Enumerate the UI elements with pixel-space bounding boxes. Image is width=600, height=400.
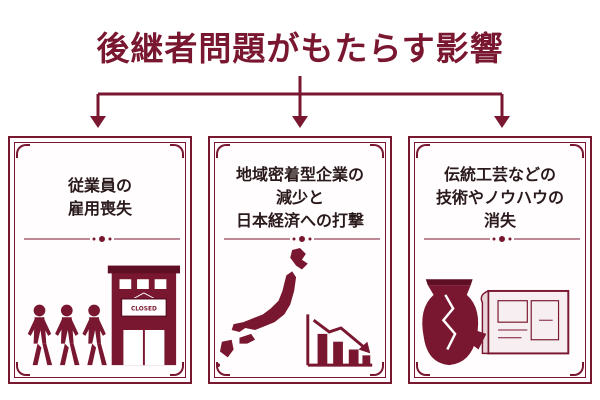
flow-connector	[90, 76, 510, 128]
card-line: 技術やノウハウの	[435, 187, 564, 207]
impact-card-economy: 地域密着型企業の 減少と 日本経済への打撃	[208, 136, 392, 384]
page-title: 後継者問題がもたらす影響	[96, 29, 504, 68]
closed-building-icon: CLOSED	[107, 265, 181, 366]
broken-pot-icon	[422, 279, 487, 366]
arrow-down-icon	[292, 116, 308, 128]
declining-chart-icon	[306, 314, 373, 367]
ornament-divider	[24, 236, 180, 242]
card-line: 従業員の	[67, 176, 132, 195]
card-line: 消失	[483, 210, 516, 230]
card-heading: 地域密着型企業の 減少と 日本経済への打撃	[220, 156, 380, 238]
card-heading: 伝統工芸などの 技術やノウハウの 消失	[420, 156, 580, 238]
arrow-down-icon	[494, 116, 510, 128]
blueprint-icon	[480, 289, 570, 355]
impact-card-craft: 伝統工芸などの 技術やノウハウの 消失	[408, 136, 592, 384]
card-line: 伝統工芸などの	[443, 164, 556, 184]
walking-people-icon	[27, 304, 107, 366]
card-line: 地域密着型企業の	[235, 164, 364, 184]
card-heading: 従業員の 雇用喪失	[20, 156, 180, 238]
card-line: 減少と	[275, 187, 324, 207]
economy-illustration	[218, 248, 373, 368]
closed-sign: CLOSED	[131, 306, 157, 312]
impact-card-employment: 従業員の 雇用喪失	[8, 136, 192, 384]
card-line: 日本経済への打撃	[235, 210, 364, 230]
employment-illustration: CLOSED	[27, 265, 181, 366]
craft-illustration	[422, 279, 570, 366]
card-line: 雇用喪失	[67, 199, 132, 218]
ornament-divider	[424, 236, 580, 242]
japan-map-icon	[218, 248, 308, 368]
arrow-down-icon	[90, 116, 106, 128]
ornament-divider	[224, 236, 380, 242]
